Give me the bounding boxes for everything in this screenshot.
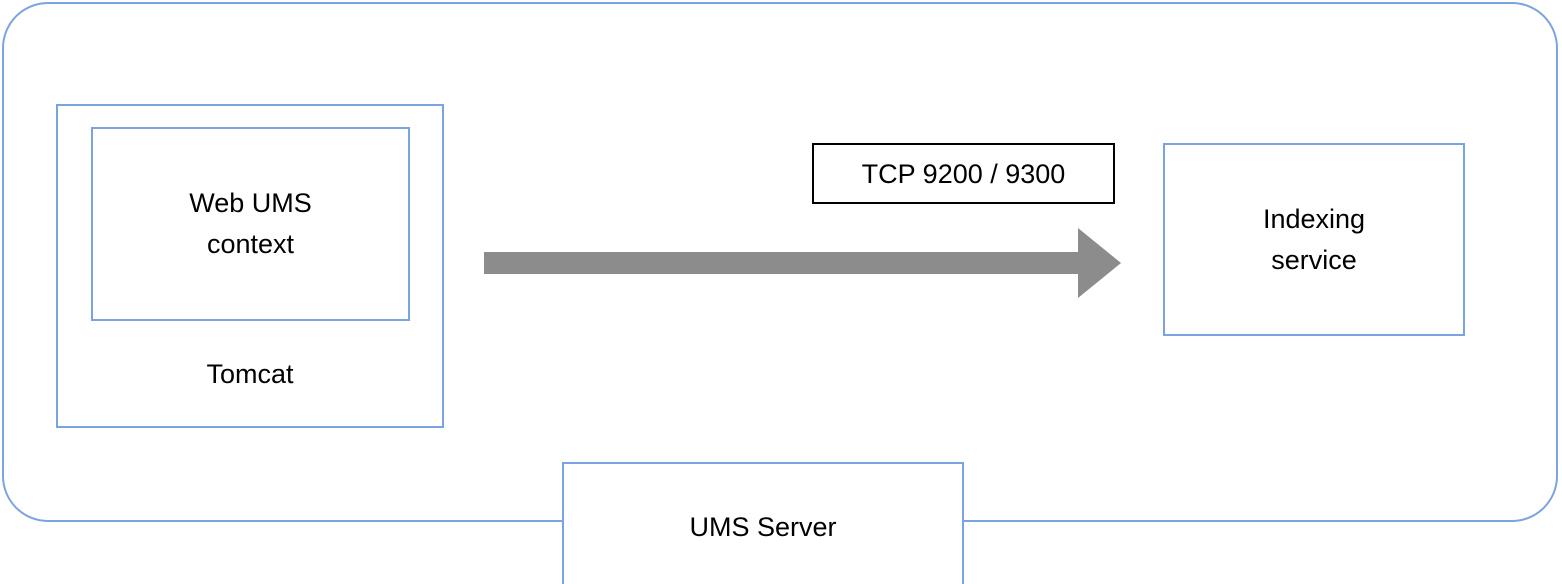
- node-tomcat-label: Tomcat: [206, 359, 294, 389]
- connector-label-tcp-ports[interactable]: TCP 9200 / 9300: [812, 143, 1115, 204]
- connector-label-tcp-ports-text: TCP 9200 / 9300: [861, 158, 1066, 189]
- node-indexing-service[interactable]: Indexing service: [1163, 143, 1465, 336]
- node-tomcat[interactable]: Web UMS context Tomcat: [56, 104, 444, 428]
- node-indexing-service-label: Indexing service: [1262, 203, 1366, 275]
- node-web-ums-context-label: Web UMS context: [189, 188, 312, 259]
- block-arrow-icon: [484, 228, 1121, 298]
- node-web-ums-context[interactable]: Web UMS context: [91, 127, 410, 321]
- node-ums-server[interactable]: UMS Server: [562, 462, 964, 584]
- flow-arrow-tomcat-to-indexing: [484, 228, 1121, 298]
- node-tomcat-label-wrap: Tomcat: [58, 354, 442, 395]
- node-ums-server-label: UMS Server: [689, 511, 837, 542]
